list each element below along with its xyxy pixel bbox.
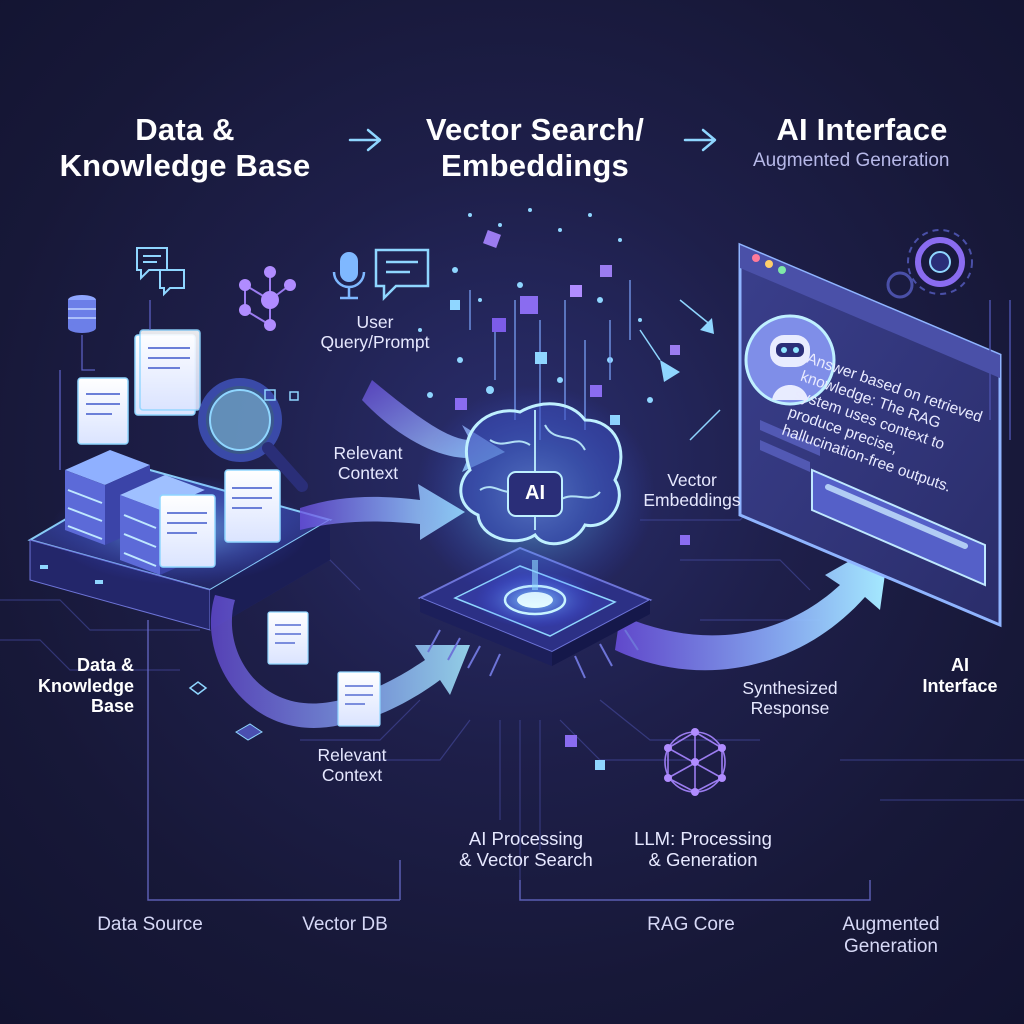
vector-particles	[418, 208, 721, 545]
footer-augmented-generation: Augmented Generation	[842, 914, 940, 957]
label-data-knowledge-base: Data & Knowledge Base	[37, 655, 134, 717]
document-icon	[337, 671, 381, 727]
decorative-cubes	[188, 681, 605, 770]
bracket-lines	[147, 620, 871, 901]
footer-vector-db: Vector DB	[302, 914, 388, 935]
message-icon	[374, 248, 430, 302]
document-icon	[224, 469, 281, 543]
label-ai-interface: AI Interface	[922, 655, 998, 696]
label-user-query: User Query/Prompt	[320, 312, 430, 353]
robot-avatar-icon	[744, 314, 836, 406]
label-relevant-context-top: Relevant Context	[333, 443, 403, 484]
ai-chip-label: AI	[525, 482, 545, 504]
label-vector-embeddings: Vector Embeddings	[643, 470, 741, 511]
knowledge-base-illustration	[27, 247, 333, 631]
document-icon	[159, 494, 216, 568]
document-icon	[267, 611, 309, 665]
magnifier-icon	[198, 378, 308, 492]
synthesized-response-arrow	[615, 538, 890, 671]
chat-bubble-icon	[136, 247, 185, 297]
gear-icon	[907, 229, 973, 295]
label-synthesized-response: Synthesized Response	[742, 678, 838, 719]
brain-icon	[415, 385, 655, 605]
label-relevant-context-bottom: Relevant Context	[317, 745, 387, 786]
title-ai-interface: AI Interface	[776, 112, 948, 147]
database-icon	[68, 295, 96, 333]
subtitle-augmented-generation: Augmented Generation	[753, 150, 950, 171]
label-llm-processing: LLM: Processing & Generation	[634, 828, 772, 871]
ai-interface-panel	[738, 242, 1002, 628]
label-ai-processing: AI Processing & Vector Search	[459, 828, 593, 871]
neural-network-icon	[664, 728, 726, 796]
title-data-knowledge-base: Data & Knowledge Base	[59, 112, 311, 183]
relevant-context-arrow-bottom	[210, 595, 471, 728]
document-icon	[77, 377, 129, 445]
title-vector-search: Vector Search/ Embeddings	[425, 112, 645, 183]
footer-data-source: Data Source	[97, 914, 203, 935]
document-icon	[134, 329, 201, 416]
microphone-icon	[332, 252, 366, 300]
network-graph-icon	[239, 266, 296, 331]
gear-icon	[886, 271, 914, 299]
header-arrows	[348, 128, 717, 152]
footer-rag-core: RAG Core	[647, 914, 735, 935]
